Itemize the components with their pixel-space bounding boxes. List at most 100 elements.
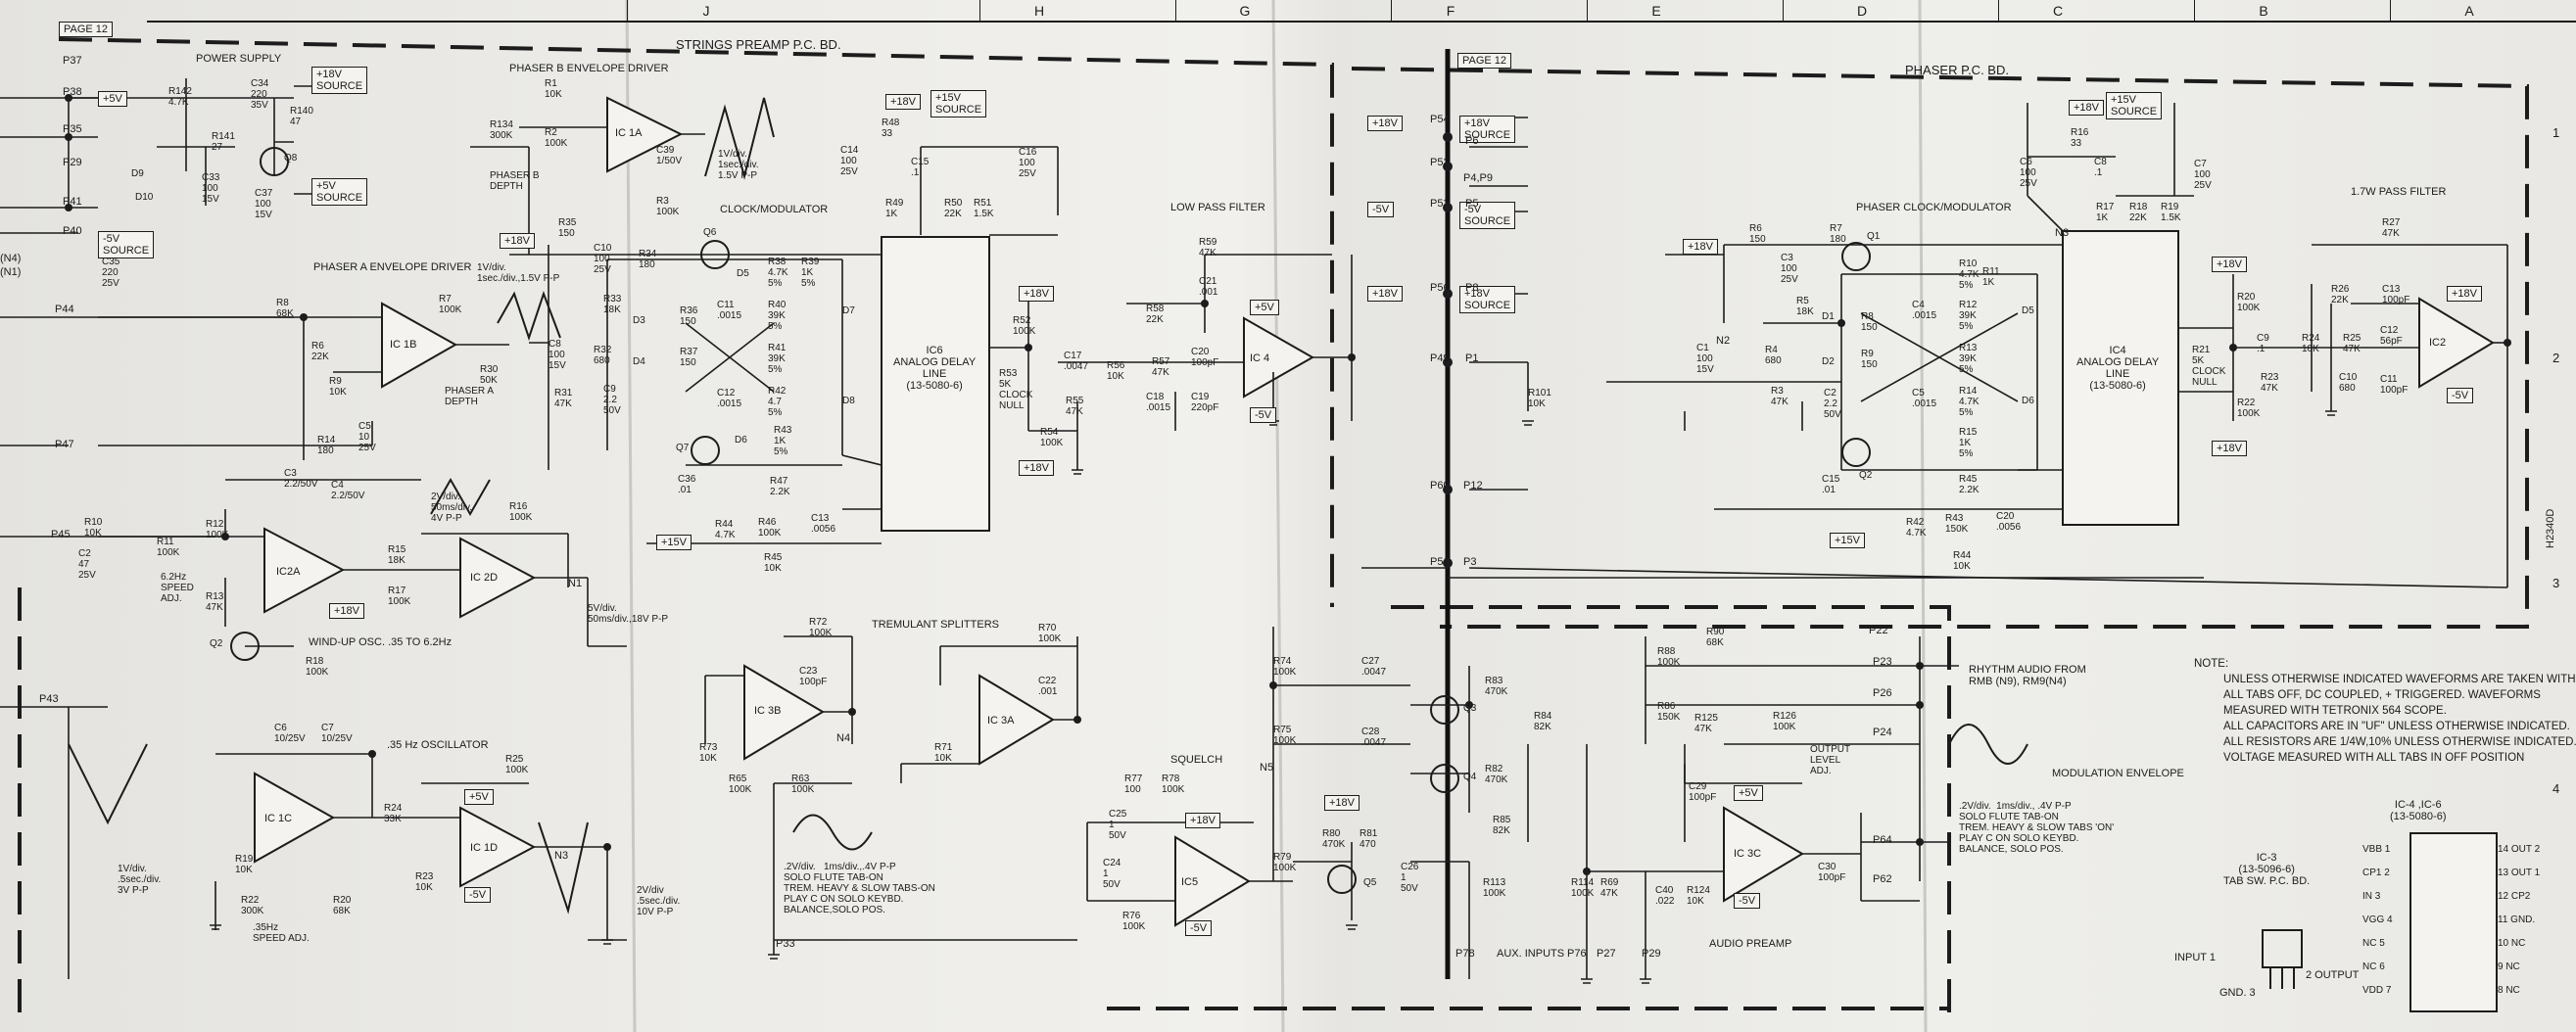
pin-p3: P3	[1463, 556, 1477, 568]
r30-label: R30 50K	[480, 364, 499, 386]
r86-label: R86 150K	[1657, 701, 1681, 723]
r7-label: R7 100K	[439, 294, 462, 315]
grid-b: B	[2194, 0, 2332, 22]
c2p-label: C2 2.2 50V	[1824, 388, 1841, 420]
source-m5v-6: -5V	[2447, 388, 2474, 403]
ic46-pin-l1: VBB 1	[2362, 844, 2391, 855]
r77-label: R77 100	[1124, 774, 1143, 795]
ic6-box-label: IC6 ANALOG DELAY LINE (13-5080-6)	[893, 345, 977, 392]
speed-adj-label: 6.2Hz SPEED ADJ.	[161, 572, 194, 604]
section-aux-inputs: AUX. INPUTS	[1497, 948, 1565, 960]
c27-label: C27 .0047	[1361, 656, 1387, 678]
speed-adj2-label: .35Hz SPEED ADJ.	[253, 922, 310, 944]
output-level-label: OUTPUT LEVEL ADJ.	[1810, 744, 1851, 776]
section-audio-preamp: AUDIO PREAMP	[1709, 938, 1792, 950]
c24-label: C24 1 50V	[1103, 858, 1121, 890]
r7p-label: R7 180	[1830, 223, 1846, 245]
r78-label: R78 100K	[1162, 774, 1185, 795]
ic46-pin-l4: VGG 4	[2362, 915, 2393, 925]
ic46-pin-r2: 13 OUT 1	[2498, 868, 2541, 878]
r125-label: R125 47K	[1694, 713, 1718, 734]
source-m5v-5: -5V	[1367, 202, 1395, 217]
source-p15src-2: +15V SOURCE	[2106, 92, 2163, 119]
notes-heading: NOTE:	[2194, 658, 2229, 670]
c17-label: C17 .0047	[1064, 351, 1089, 372]
ic4-box-label: IC4 ANALOG DELAY LINE (13-5080-6)	[2076, 345, 2160, 392]
pin-p23: P23	[1873, 656, 1892, 668]
ic3c-symbol	[1723, 806, 1804, 903]
ic1b-label: IC 1B	[390, 339, 417, 351]
r46-label: R46 100K	[758, 517, 782, 539]
r6p-label: R6 150	[1749, 223, 1766, 245]
grid-f: F	[1391, 0, 1509, 22]
r3-label: R3 100K	[656, 196, 680, 217]
q1-label: Q1	[1867, 231, 1881, 242]
waveform-4: 5V/div. 50ms/div.,18V P-P	[588, 603, 669, 625]
waveform-5: 1V/div. .5sec./div. 3V P-P	[118, 864, 162, 896]
page12-tab-left: PAGE 12	[59, 22, 114, 37]
source-p18v-5: +18V	[1019, 460, 1054, 476]
q8-label: Q8	[284, 153, 298, 164]
c18-label: C18 .0015	[1146, 392, 1171, 413]
c28-label: C28 .0047	[1361, 727, 1387, 748]
phaser-a-depth-label: PHASER A DEPTH	[445, 386, 495, 407]
r9-label: R9 10K	[329, 376, 347, 398]
r43-label: R43 1K 5%	[774, 425, 792, 457]
pin-p78: P78	[1455, 948, 1475, 960]
pin-n4-left: (N4)	[0, 253, 22, 264]
d2-label: D2	[1822, 356, 1835, 367]
c9-label: C9 2.2 50V	[603, 384, 621, 416]
pin-n2: N2	[1716, 335, 1731, 347]
source-p18v-11: +18V	[2069, 100, 2104, 116]
source-p18v-7: +18V	[1324, 795, 1360, 811]
source-p18src-2: +18V SOURCE	[1459, 116, 1516, 143]
c15-label: C15 .1	[911, 157, 930, 178]
source-p18v-14: +18V	[2447, 286, 2482, 302]
r12p-label: R12 39K 5%	[1959, 300, 1978, 332]
r140-label: R140 47	[290, 106, 313, 127]
d3-label: D3	[633, 315, 645, 326]
ic46-pin-r4: 11 GND.	[2498, 915, 2536, 925]
row-4: 4	[2552, 781, 2560, 796]
source-m5v-4: -5V	[1734, 893, 1761, 909]
phaser-b-depth-label: PHASER B DEPTH	[490, 170, 540, 192]
ic2-label: IC2	[2429, 337, 2447, 349]
r83-label: R83 470K	[1485, 676, 1508, 697]
r47-label: R47 2.2K	[770, 476, 790, 497]
pin-p6: P6	[1465, 135, 1479, 147]
ic5-label: IC5	[1181, 876, 1199, 888]
c11-label: C11 .0015	[717, 300, 742, 321]
waveform-6: 2V/div .5sec./div. 10V P-P	[637, 885, 681, 917]
c33-label: C33 100 15V	[202, 172, 220, 205]
r134-label: R134 300K	[490, 119, 513, 141]
q2p-label: Q2	[1859, 470, 1873, 481]
ic2-symbol	[2418, 297, 2495, 389]
page12-tab-center: PAGE 12	[1457, 53, 1512, 69]
q7-label: Q7	[676, 443, 690, 453]
r49-label: R49 1K	[885, 198, 904, 219]
ic1b-symbol	[381, 302, 458, 389]
c15p-label: C15 .01	[1822, 474, 1840, 495]
c1p-label: C1 100 15V	[1696, 343, 1714, 375]
c3-label: C3 2.2/50V	[284, 468, 318, 490]
r45-label: R45 10K	[764, 552, 783, 574]
d1-label: D1	[1822, 311, 1835, 322]
ic3c-label: IC 3C	[1734, 848, 1762, 860]
r20-label: R20 68K	[333, 895, 352, 916]
r16-label: R16 100K	[509, 501, 533, 523]
r124-label: R124 10K	[1687, 885, 1710, 907]
waveform-8: .2V/div. 1ms/div., .4V P-P SOLO FLUTE TA…	[1959, 801, 2115, 855]
r85-label: R85 82K	[1493, 815, 1511, 836]
section-low-pass: LOW PASS FILTER	[1170, 202, 1265, 213]
r73-label: R73 10K	[699, 742, 718, 764]
ic3-title: IC-3 (13-5096-6) TAB SW. P.C. BD.	[2223, 852, 2311, 887]
source-p18v-1: +18V	[500, 233, 535, 249]
c8p-label: C8 .1	[2094, 157, 2107, 178]
r71-label: R71 10K	[934, 742, 953, 764]
pin-p27: P27	[1597, 948, 1616, 960]
source-p18v-8: +18V	[1367, 116, 1403, 131]
c5-label: C5 10 25V	[358, 421, 376, 453]
source-p18v-6: +18V	[1185, 813, 1220, 828]
